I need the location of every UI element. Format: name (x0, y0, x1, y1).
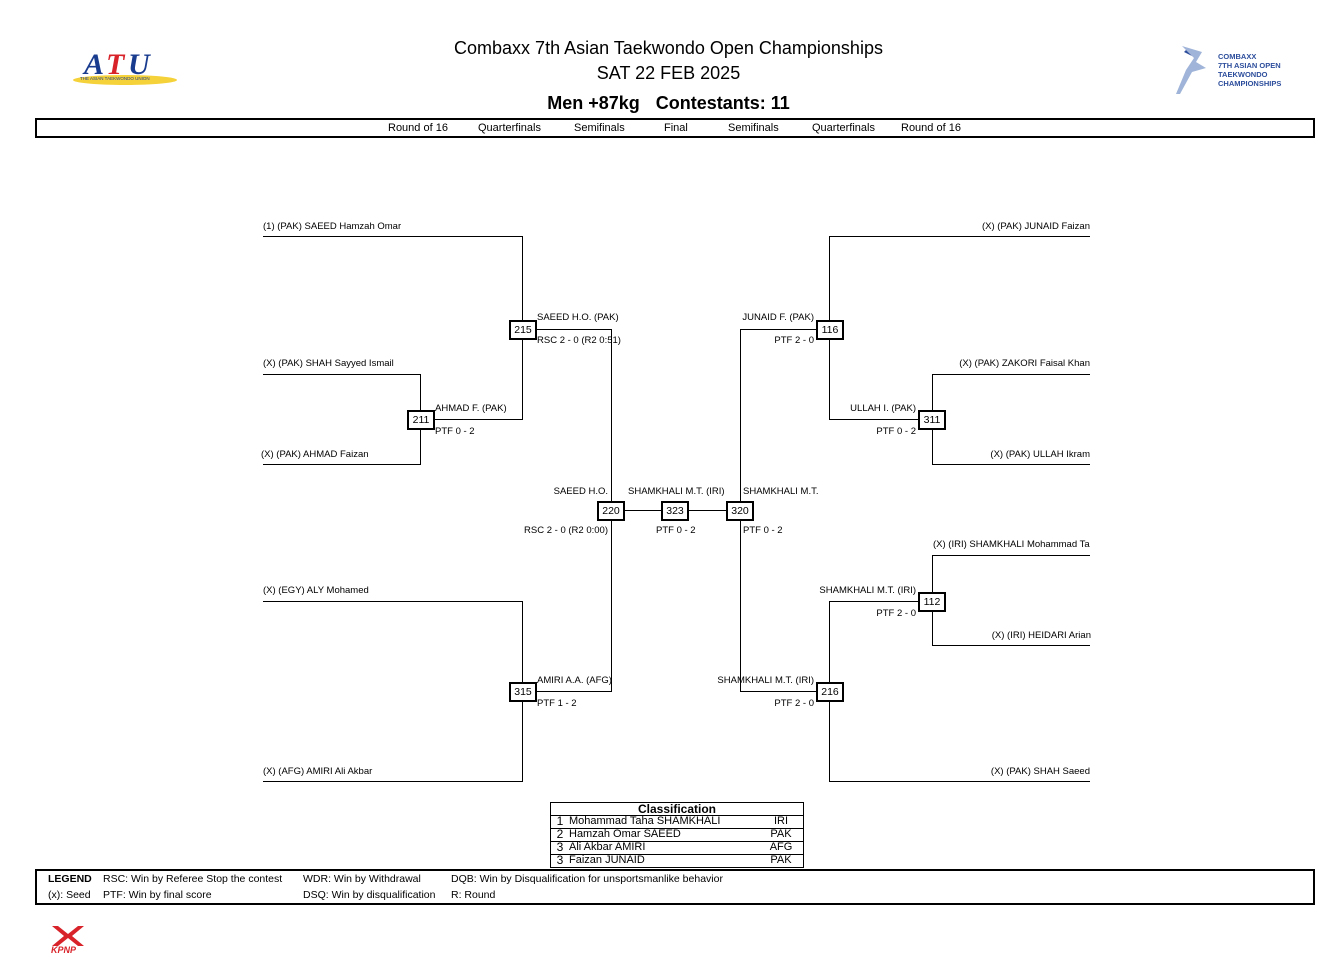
match-box: 215 (509, 320, 537, 340)
name-cell: Hamzah Omar SAEED (569, 828, 681, 840)
legend-dsq: DSQ: Win by disqualification (303, 889, 436, 901)
match-result: PTF 0 - 2 (656, 525, 696, 536)
kpnp-logo (48, 924, 92, 958)
rank-cell: 3 (556, 840, 564, 854)
match-winner: JUNAID F. (PAK) (742, 312, 814, 323)
combaxx-logo-line: COMBAXX (1218, 52, 1257, 61)
match-box: 112 (918, 592, 946, 612)
participant-label: (X) (PAK) AHMAD Faizan (261, 449, 369, 460)
round-label: Quarterfinals (478, 122, 541, 134)
round-label: Semifinals (574, 122, 625, 134)
match-box: 320 (726, 501, 754, 521)
match-winner: ULLAH I. (PAK) (850, 403, 916, 414)
round-label: Round of 16 (388, 122, 448, 134)
match-winner: SAEED H.O. (553, 486, 608, 497)
contestant-count: Contestants: 11 (655, 93, 790, 113)
country-cell: AFG (769, 841, 793, 853)
participant-label: (X) (EGY) ALY Mohamed (263, 585, 369, 596)
round-header-bar (35, 118, 1315, 138)
match-box: 220 (597, 501, 625, 521)
kpnp-logo-text: KPNP (51, 945, 77, 955)
table-row: 1 Mohammad Taha SHAMKHALI IRI (551, 814, 803, 829)
participant-label: (X) (AFG) AMIRI Ali Akbar (263, 766, 373, 777)
round-label: Semifinals (728, 122, 779, 134)
participant-label: (1) (PAK) SAEED Hamzah Omar (263, 221, 402, 232)
match-box: 216 (816, 682, 844, 702)
rank-cell: 2 (556, 827, 564, 841)
country-cell: PAK (770, 854, 792, 866)
match-result: PTF 0 - 2 (435, 426, 475, 437)
participant-label: (X) (PAK) SHAH Sayyed Ismail (263, 358, 394, 369)
combaxx-logo: COMBAXX 7TH ASIAN OPEN TAEKWONDO CHAMPIO… (1172, 40, 1287, 100)
round-label: Round of 16 (901, 122, 961, 134)
participant-label: (X) (PAK) JUNAID Faizan (981, 221, 1090, 232)
legend-seed: (x): Seed (48, 889, 91, 901)
category-heading: Men +87kg Contestants: 11 (0, 93, 1337, 114)
match-box: 323 (661, 501, 689, 521)
legend-dqb: DQB: Win by Disqualification for unsport… (451, 873, 723, 885)
match-result: PTF 2 - 0 (774, 698, 814, 709)
participant-label: (X) (PAK) ULLAH Ikram (990, 449, 1090, 460)
rank-cell: 1 (556, 814, 564, 828)
combaxx-logo-line: TAEKWONDO (1218, 70, 1268, 79)
atu-logo: A T U (70, 42, 180, 88)
match-winner: AHMAD F. (PAK) (435, 403, 507, 414)
table-row: 3 Ali Akbar AMIRI AFG (551, 840, 803, 855)
legend-wdr: WDR: Win by Withdrawal (303, 873, 421, 885)
match-result: RSC 2 - 0 (R2 0:51) (537, 335, 621, 346)
table-row: 3 Faizan JUNAID PAK (551, 853, 803, 867)
legend-round: R: Round (451, 889, 496, 901)
participant-label: (X) (PAK) SHAH Saeed (990, 766, 1090, 777)
match-result: PTF 2 - 0 (876, 608, 916, 619)
match-box: 311 (918, 410, 946, 430)
svg-text:A: A (82, 48, 104, 81)
country-cell: IRI (773, 815, 789, 827)
svg-text:T: T (106, 48, 126, 81)
match-winner: SHAMKHALI M.T. (IRI) (717, 675, 814, 686)
combaxx-logo-line: 7TH ASIAN OPEN (1218, 61, 1281, 70)
participant-label: (X) (IRI) SHAMKHALI Mohammad Ta (933, 539, 1090, 550)
participant-label: (X) (IRI) HEIDARI Arian (991, 630, 1091, 641)
name-cell: Mohammad Taha SHAMKHALI (569, 815, 721, 827)
legend-ptf: PTF: Win by final score (103, 889, 212, 901)
match-result: PTF 2 - 0 (774, 335, 814, 346)
match-winner: AMIRI A.A. (AFG) (537, 675, 612, 686)
svg-text:U: U (128, 48, 151, 81)
match-result: PTF 1 - 2 (537, 698, 577, 709)
legend-rsc: RSC: Win by Referee Stop the contest (103, 873, 283, 885)
legend-title: LEGEND (48, 873, 92, 885)
atu-logo-subtitle: THE ASIAN TAEKWONDO UNION (80, 76, 150, 81)
participant-label: (X) (PAK) ZAKORI Faisal Khan (959, 358, 1090, 369)
name-cell: Ali Akbar AMIRI (569, 841, 646, 853)
match-result: RSC 2 - 0 (R2 0:00) (524, 525, 608, 536)
classification-table: Classification 1 Mohammad Taha SHAMKHALI… (550, 802, 804, 868)
legend-box (35, 869, 1315, 905)
match-winner: SAEED H.O. (PAK) (537, 312, 619, 323)
event-title: Combaxx 7th Asian Taekwondo Open Champio… (454, 38, 883, 58)
name-cell: Faizan JUNAID (569, 854, 645, 866)
match-result: PTF 0 - 2 (876, 426, 916, 437)
rank-cell: 3 (556, 853, 564, 867)
match-result: PTF 0 - 2 (743, 525, 783, 536)
match-box: 116 (816, 320, 844, 340)
match-box: 315 (509, 682, 537, 702)
match-winner: SHAMKHALI M.T. (IRI) (628, 486, 725, 497)
classification-title: Classification (551, 803, 803, 816)
round-label: Final (664, 122, 688, 134)
combaxx-logo-line: CHAMPIONSHIPS (1218, 79, 1282, 88)
country-cell: PAK (770, 828, 792, 840)
match-winner: SHAMKHALI M.T. (IRI) (819, 585, 916, 596)
round-label: Quarterfinals (812, 122, 875, 134)
table-row: 2 Hamzah Omar SAEED PAK (551, 827, 803, 842)
match-box: 211 (407, 410, 435, 430)
weight-category: Men +87kg (547, 93, 640, 113)
event-date: SAT 22 FEB 2025 (596, 63, 741, 83)
match-winner: SHAMKHALI M.T. (743, 486, 819, 497)
